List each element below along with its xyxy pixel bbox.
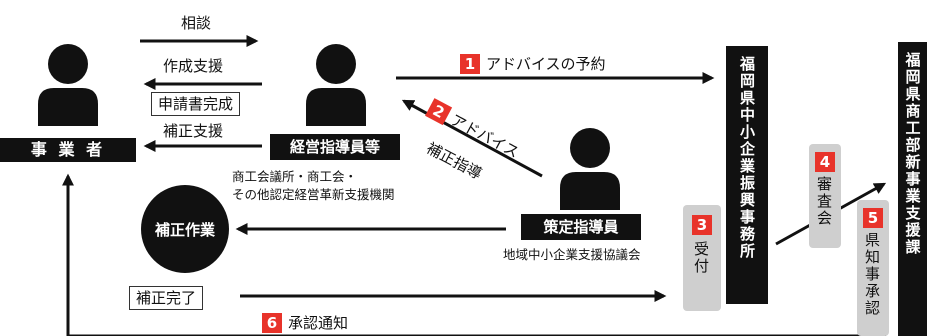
reception-box: 3 受付 [683, 205, 721, 311]
approval-notice-arrow [62, 173, 886, 336]
fukuoka-commerce-dept-label: 福岡県商工部新事業支援課 [903, 52, 922, 256]
correction-work-label: 補正作業 [154, 221, 215, 239]
management-advisor-person-icon [306, 44, 366, 126]
strategy-advisor-sub: 地域中小企業支援協議会 [503, 247, 641, 262]
correction-support-label: 補正支援 [163, 122, 224, 140]
strategy-advisor-person-icon [560, 128, 620, 210]
review-box: 4 審査会 [809, 144, 841, 248]
step-6: 6 承認通知 [262, 312, 348, 333]
creation-support-label: 作成支援 [163, 57, 224, 75]
business-owner-label: 事 業 者 [0, 138, 136, 162]
strategy-advisor-label: 策定指導員 [521, 214, 641, 240]
step-4-badge: 4 [815, 152, 835, 172]
management-advisor-label: 経営指導員等 [270, 134, 400, 160]
correction-done-label: 補正完了 [129, 286, 204, 310]
governor-approval-box: 5 県知事承認 [857, 200, 889, 336]
step-6-label: 承認通知 [288, 314, 349, 332]
step-1: 1 アドバイスの予約 [460, 53, 606, 74]
management-advisor-sub-1: 商工会議所・商工会・ [232, 169, 358, 184]
management-advisor-sub-2: その他認定経営革新支援機関 [232, 187, 395, 202]
fukuoka-sme-agency-bar: 福岡県中小企業振興事務所 [726, 46, 768, 304]
step-3-label: 受付 [692, 241, 710, 275]
fukuoka-sme-agency-label: 福岡県中小企業振興事務所 [738, 56, 756, 260]
application-complete-label: 申請書完成 [151, 92, 241, 116]
fukuoka-commerce-dept-bar: 福岡県商工部新事業支援課 [898, 42, 927, 336]
step-4-label: 審査会 [815, 176, 833, 227]
step-3-badge: 3 [692, 215, 712, 235]
step-5-badge: 5 [863, 208, 883, 228]
step-5-label: 県知事承認 [863, 232, 881, 317]
consult-label: 相談 [181, 14, 212, 32]
step-1-label: アドバイスの予約 [486, 55, 606, 73]
step-6-badge: 6 [262, 312, 282, 333]
correction-work-circle [141, 185, 229, 273]
business-owner-person-icon [38, 44, 98, 126]
step-1-badge: 1 [460, 53, 480, 74]
